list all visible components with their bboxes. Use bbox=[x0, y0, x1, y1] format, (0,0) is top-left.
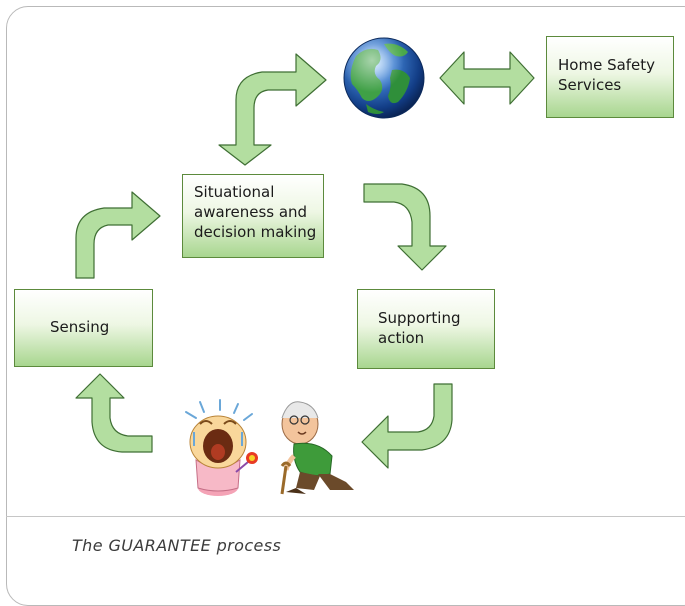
arrow-people-to-sensing bbox=[75, 373, 153, 453]
node-home-safety-line1: Home Safety bbox=[558, 56, 656, 74]
node-situational-line3: decision making bbox=[194, 223, 317, 241]
node-sensing-label: Sensing bbox=[50, 318, 110, 336]
crying-baby-figure bbox=[185, 399, 258, 496]
globe-icon bbox=[343, 37, 425, 119]
node-situational-line2: awareness and bbox=[194, 203, 308, 221]
node-situational-awareness: Situational awareness and decision makin… bbox=[182, 174, 324, 258]
arrow-globe-home-safety bbox=[439, 51, 535, 105]
node-supporting-line1: Supporting bbox=[378, 309, 461, 327]
node-home-safety-services: Home Safety Services bbox=[546, 36, 674, 118]
arrow-supporting-to-people bbox=[361, 383, 453, 469]
arrow-sensing-to-situational bbox=[75, 191, 161, 279]
node-supporting-line2: action bbox=[378, 329, 425, 347]
elderly-man-figure bbox=[280, 401, 354, 495]
node-home-safety-line2: Services bbox=[558, 76, 622, 94]
arrow-globe-to-situational bbox=[218, 53, 327, 166]
arrow-situational-to-supporting bbox=[363, 183, 447, 271]
node-sensing: Sensing bbox=[14, 289, 153, 367]
node-situational-line1: Situational bbox=[194, 183, 275, 201]
node-supporting-action: Supporting action bbox=[357, 289, 495, 369]
caption-divider bbox=[6, 516, 685, 517]
figure-caption: The GUARANTEE process bbox=[72, 536, 282, 555]
diagram-canvas bbox=[75, 37, 535, 496]
